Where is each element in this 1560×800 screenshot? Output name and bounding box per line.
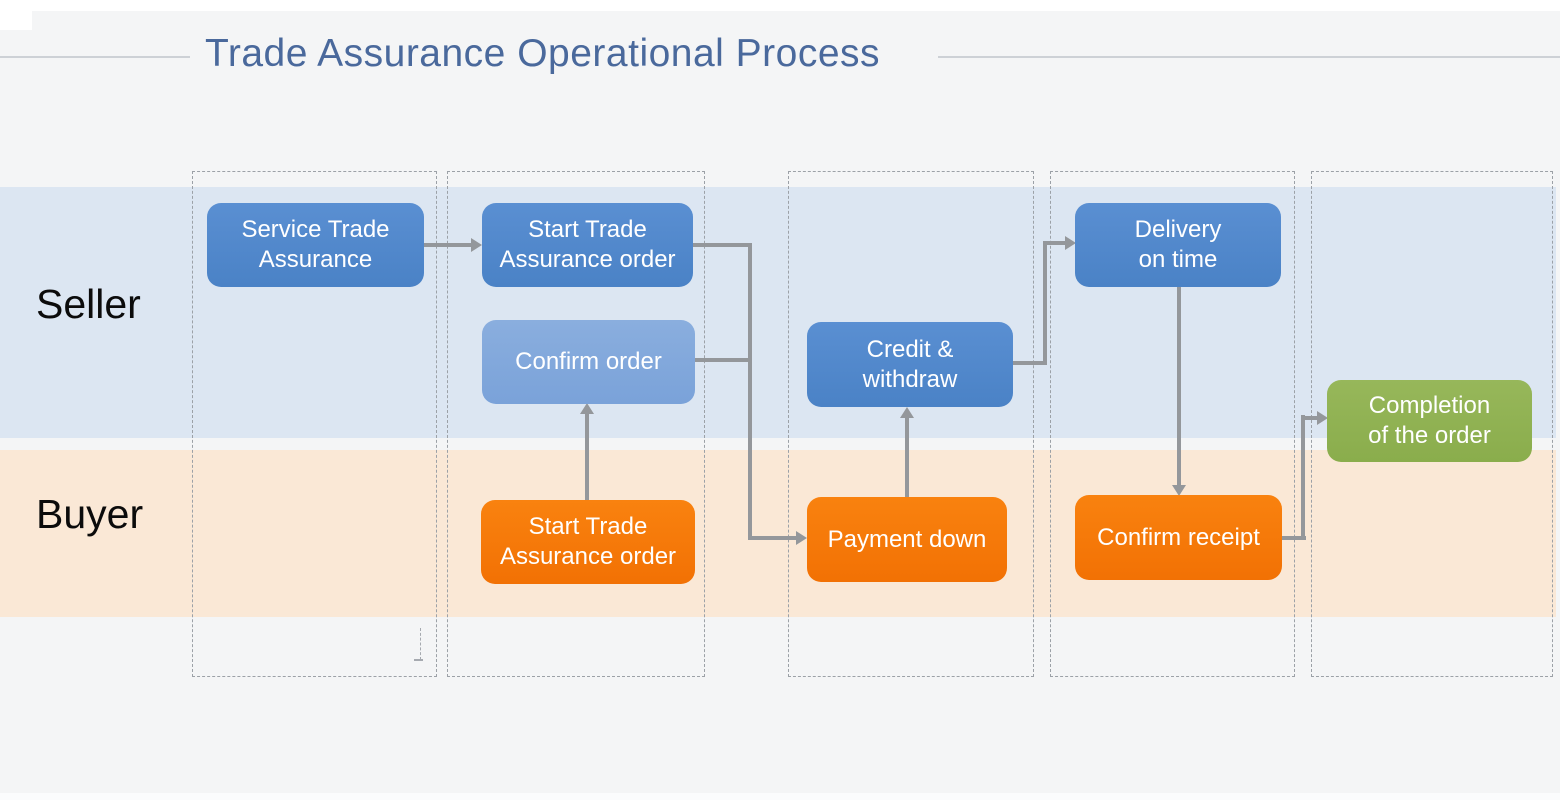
top-white-strip (0, 0, 1560, 11)
box-label-line: Delivery (1134, 216, 1222, 243)
connector-buyer-start-up (585, 413, 589, 501)
connector-confirm-order-right (695, 358, 752, 362)
buyer-lane (0, 450, 1556, 617)
box-credit-and-withdraw: Credit & withdraw (807, 322, 1013, 407)
box-label-line: Payment down (827, 525, 987, 553)
stray-dashed-fragment-vertical (420, 628, 421, 660)
arrowhead-into-payment (796, 531, 807, 545)
connector-service-to-start (424, 243, 474, 247)
arrowhead-into-delivery (1065, 236, 1076, 250)
stage-container-5 (1311, 171, 1553, 677)
connector-start-right (693, 243, 752, 247)
box-start-trade-assurance-order-buyer: Start Trade Assurance order (481, 500, 695, 584)
connector-receipt-up (1301, 415, 1305, 540)
title-rule-right (938, 56, 1560, 58)
box-completion-of-the-order: Completion of the order (1327, 380, 1532, 462)
box-label-line: Assurance order (499, 543, 677, 570)
arrowhead-into-receipt (1172, 485, 1186, 496)
box-label-line: Assurance order (499, 246, 676, 273)
stage-container-1 (192, 171, 437, 677)
page-title: Trade Assurance Operational Process (205, 32, 881, 75)
box-confirm-order: Confirm order (482, 320, 695, 404)
box-payment-down: Payment down (807, 497, 1007, 582)
box-label-line: Start Trade (528, 513, 648, 540)
box-confirm-receipt: Confirm receipt (1075, 495, 1282, 580)
arrowhead-into-confirm-order (580, 403, 594, 414)
box-label-line: Completion (1368, 392, 1491, 419)
box-delivery-on-time: Delivery on time (1075, 203, 1281, 287)
box-label-line: Assurance (258, 246, 373, 273)
title-rule-left (0, 56, 190, 58)
connector-into-payment (748, 536, 797, 540)
buyer-lane-label: Buyer (36, 491, 144, 537)
bottom-white-strip (0, 793, 1560, 800)
connector-start-down (748, 243, 752, 540)
stage-container-2 (447, 171, 705, 677)
top-left-white-corner (0, 0, 32, 30)
box-label-line: Confirm order (515, 348, 662, 375)
arrowhead-into-completion (1317, 411, 1328, 425)
box-label-line: Start Trade (528, 216, 647, 243)
box-label-line: Credit & (866, 335, 954, 363)
box-service-trade-assurance: Service Trade Assurance (207, 203, 424, 287)
box-label-line: withdraw (862, 365, 958, 393)
box-label-line: Service Trade (241, 216, 390, 243)
connector-credit-right (1013, 361, 1047, 365)
connector-delivery-down (1177, 287, 1181, 485)
seller-lane-label: Seller (36, 281, 141, 327)
box-label-line: of the order (1368, 422, 1491, 449)
arrowhead-into-credit (900, 407, 914, 418)
box-label-line: Confirm receipt (1097, 523, 1260, 551)
box-start-trade-assurance-order-seller: Start Trade Assurance order (482, 203, 693, 287)
stage-container-3 (788, 171, 1034, 677)
stray-dashed-fragment-horizontal (414, 659, 423, 661)
connector-credit-up (1043, 243, 1047, 365)
connector-receipt-right (1282, 536, 1306, 540)
stage-container-4 (1050, 171, 1295, 677)
arrowhead-service-to-start (471, 238, 482, 252)
connector-payment-up (905, 417, 909, 498)
connector-into-delivery (1043, 241, 1067, 245)
box-label-line: on time (1138, 246, 1218, 273)
connector-into-completion (1301, 416, 1318, 420)
